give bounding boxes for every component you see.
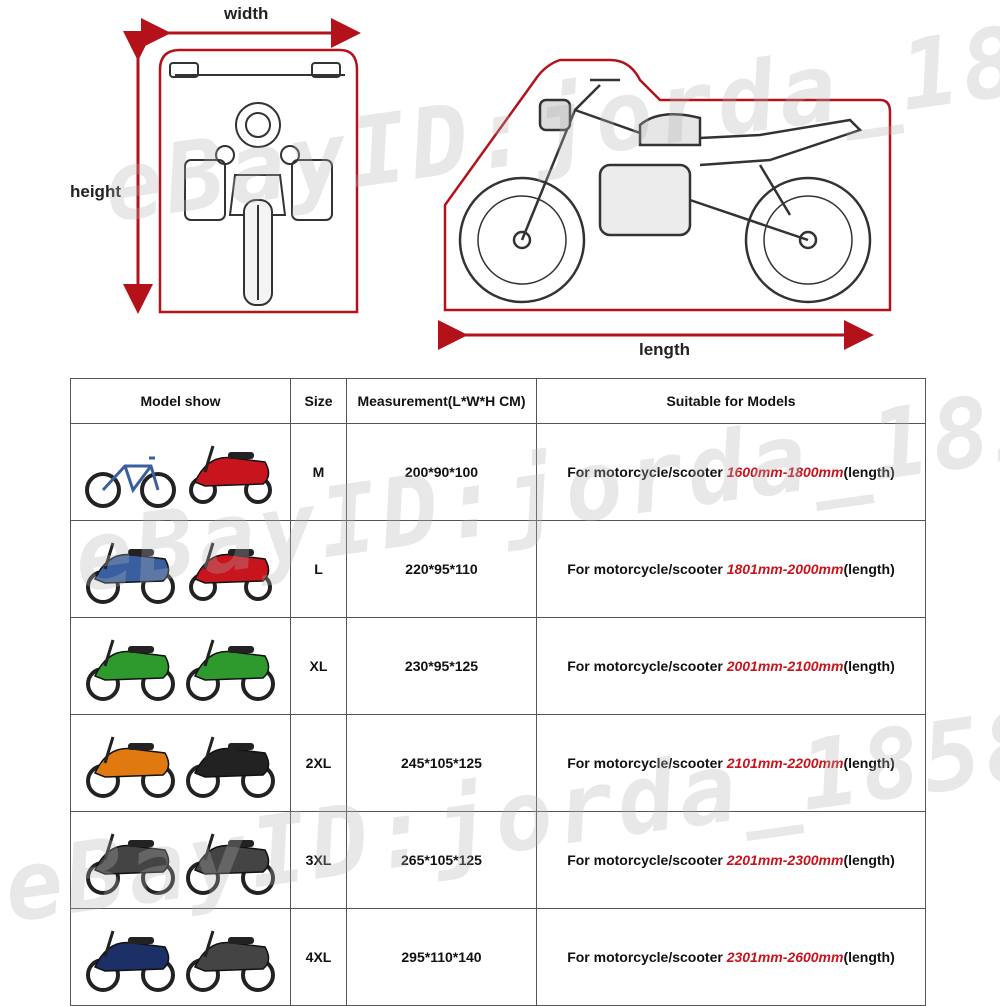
touring-motorcycle-icon (85, 833, 175, 895)
suitable-prefix: For motorcycle/scooter (567, 464, 727, 480)
model-images (70, 811, 291, 909)
scooter-icon (188, 445, 272, 504)
suitable-prefix: For motorcycle/scooter (567, 658, 727, 674)
model-pair-icon (85, 639, 275, 701)
suitable-prefix: For motorcycle/scooter (567, 949, 727, 965)
scooter-icon (188, 542, 272, 601)
suitable-cell: For motorcycle/scooter 2101mm-2200mm(len… (536, 714, 926, 812)
length-range: 1801mm-2000mm (726, 561, 844, 577)
model-images (70, 714, 291, 812)
size-cell: L (290, 520, 347, 618)
suitable-cell: For motorcycle/scooter 1801mm-2000mm(len… (536, 520, 926, 618)
table-row: L 220*95*110 For motorcycle/scooter 1801… (70, 520, 926, 618)
model-pair-icon (85, 542, 272, 604)
measurement-cell: 245*105*125 (346, 714, 537, 812)
header-model-show: Model show (70, 378, 291, 424)
suitable-cell: For motorcycle/scooter 2301mm-2600mm(len… (536, 908, 926, 1006)
header-size: Size (290, 378, 347, 424)
size-cell: 4XL (290, 908, 347, 1006)
suitable-cell: For motorcycle/scooter 1600mm-1800mm(len… (536, 423, 926, 521)
sport-motorcycle-icon (85, 639, 175, 701)
model-images (70, 520, 291, 618)
model-pair-icon (84, 445, 272, 508)
suitable-suffix: (length) (843, 561, 895, 577)
header-suitable: Suitable for Models (536, 378, 926, 424)
table-row: XL 230*95*125 For motorcycle/scooter 200… (70, 617, 926, 715)
suitable-prefix: For motorcycle/scooter (567, 852, 727, 868)
header-measurement: Measurement(L*W*H CM) (346, 378, 537, 424)
length-range: 2001mm-2100mm (726, 658, 844, 674)
size-chart-table: Model show Size Measurement(L*W*H CM) Su… (70, 378, 926, 1006)
bicycle-icon (84, 456, 176, 508)
length-range: 2101mm-2200mm (726, 755, 844, 771)
model-pair-icon (85, 930, 275, 992)
side-cover-outline (443, 58, 892, 312)
suitable-suffix: (length) (843, 949, 895, 965)
length-label: length (639, 340, 690, 359)
table-header-row: Model show Size Measurement(L*W*H CM) Su… (70, 378, 926, 424)
suitable-prefix: For motorcycle/scooter (567, 561, 727, 577)
motorcycle-icon (85, 542, 175, 604)
cruiser-motorcycle-icon (85, 930, 175, 992)
model-pair-icon (85, 833, 275, 895)
measurement-cell: 295*110*140 (346, 908, 537, 1006)
suitable-cell: For motorcycle/scooter 2001mm-2100mm(len… (536, 617, 926, 715)
suitable-suffix: (length) (843, 755, 895, 771)
table-row: M 200*90*100 For motorcycle/scooter 1600… (70, 423, 926, 521)
height-label: height (70, 182, 121, 201)
suitable-suffix: (length) (843, 464, 895, 480)
sport-motorcycle-icon (185, 639, 275, 701)
touring-motorcycle-icon (185, 833, 275, 895)
length-range: 1600mm-1800mm (726, 464, 844, 480)
table-row: 2XL 245*105*125 For motorcycle/scooter 2… (70, 714, 926, 812)
touring-motorcycle-icon (185, 930, 275, 992)
dirt-bike-icon (85, 736, 175, 798)
measurement-cell: 230*95*125 (346, 617, 537, 715)
size-diagram: width height length (0, 0, 1000, 370)
measurement-cell: 265*105*125 (346, 811, 537, 909)
size-cell: 2XL (290, 714, 347, 812)
table-row: 3XL 265*105*125 For motorcycle/scooter 2… (70, 811, 926, 909)
model-pair-icon (85, 736, 275, 798)
side-view-motorcycle-icon (458, 78, 872, 304)
model-images (70, 423, 291, 521)
size-cell: XL (290, 617, 347, 715)
front-cover-outline (158, 48, 359, 314)
model-images (70, 617, 291, 715)
length-range: 2301mm-2600mm (726, 949, 844, 965)
size-cell: 3XL (290, 811, 347, 909)
table-row: 4XL 295*110*140 For motorcycle/scooter 2… (70, 908, 926, 1006)
suitable-cell: For motorcycle/scooter 2201mm-2300mm(len… (536, 811, 926, 909)
width-label: width (224, 4, 269, 23)
model-images (70, 908, 291, 1006)
naked-motorcycle-icon (185, 736, 275, 798)
measurement-cell: 200*90*100 (346, 423, 537, 521)
suitable-prefix: For motorcycle/scooter (567, 755, 727, 771)
suitable-suffix: (length) (843, 658, 895, 674)
length-range: 2201mm-2300mm (726, 852, 844, 868)
diagram-drawing (123, 18, 892, 350)
measurement-cell: 220*95*110 (346, 520, 537, 618)
front-view-motorcycle-icon (169, 62, 345, 306)
suitable-suffix: (length) (843, 852, 895, 868)
size-cell: M (290, 423, 347, 521)
